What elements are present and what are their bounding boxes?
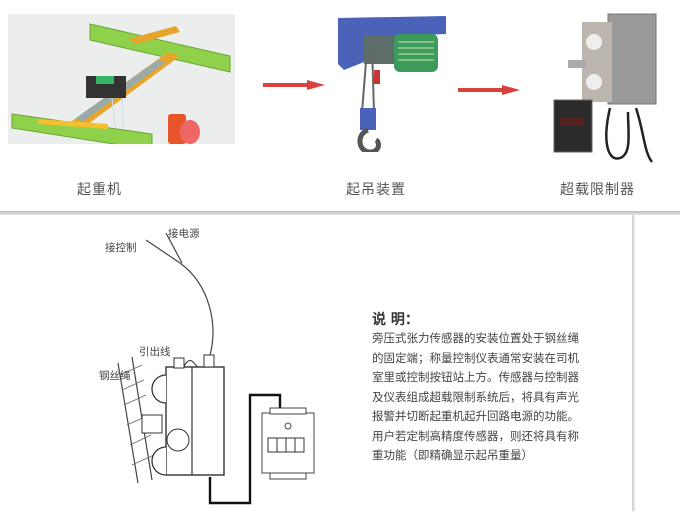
- section-divider: [0, 211, 680, 215]
- notes-title: 说 明：: [372, 312, 419, 328]
- label-power: 接电源: [168, 228, 200, 240]
- caption-crane: 起重机: [77, 182, 122, 198]
- notes-block: 说 明： 旁压式张力传感器的安装位置处于钢丝绳 的固定端；称量控制仪表通常安装在…: [372, 309, 579, 466]
- label-wire-rope: 钢丝绳: [99, 370, 131, 382]
- overload-limiter-illustration-icon: [553, 13, 657, 163]
- arrow-right-icon: [458, 85, 520, 95]
- caption-hoist: 起吊装置: [346, 182, 406, 198]
- hoist-image: [334, 12, 454, 155]
- arrow-right-icon: [263, 80, 325, 90]
- notes-line: 及仪表组成超载限制系统后，将具有声光: [372, 389, 579, 404]
- notes-line: 报警并切断起重机起升回路电源的功能。: [372, 409, 579, 423]
- hoist-illustration-icon: [338, 16, 446, 155]
- notes-line: 的固定端；称量控制仪表通常安装在司机: [372, 350, 579, 365]
- notes-line: 旁压式张力传感器的安装位置处于钢丝绳: [372, 331, 579, 345]
- sensor-diagram-icon: [117, 232, 315, 505]
- label-lead-wire: 引出线: [139, 346, 171, 358]
- notes-line: 用户若定制高精度传感器，则还将具有称: [372, 428, 579, 443]
- caption-overload-limiter: 超载限制器: [560, 182, 635, 198]
- label-control: 接控制: [105, 242, 137, 254]
- notes-line: 重功能（即精确显示起吊重量）: [372, 448, 533, 462]
- installation-diagram: [70, 215, 350, 510]
- notes-line: 室里或控制按钮站上方。传感器与控制器: [372, 370, 579, 384]
- overload-limiter-image: [548, 12, 668, 172]
- crane-illustration-icon: [11, 23, 231, 151]
- crane-image: [8, 14, 235, 151]
- panel-edge: [632, 215, 635, 511]
